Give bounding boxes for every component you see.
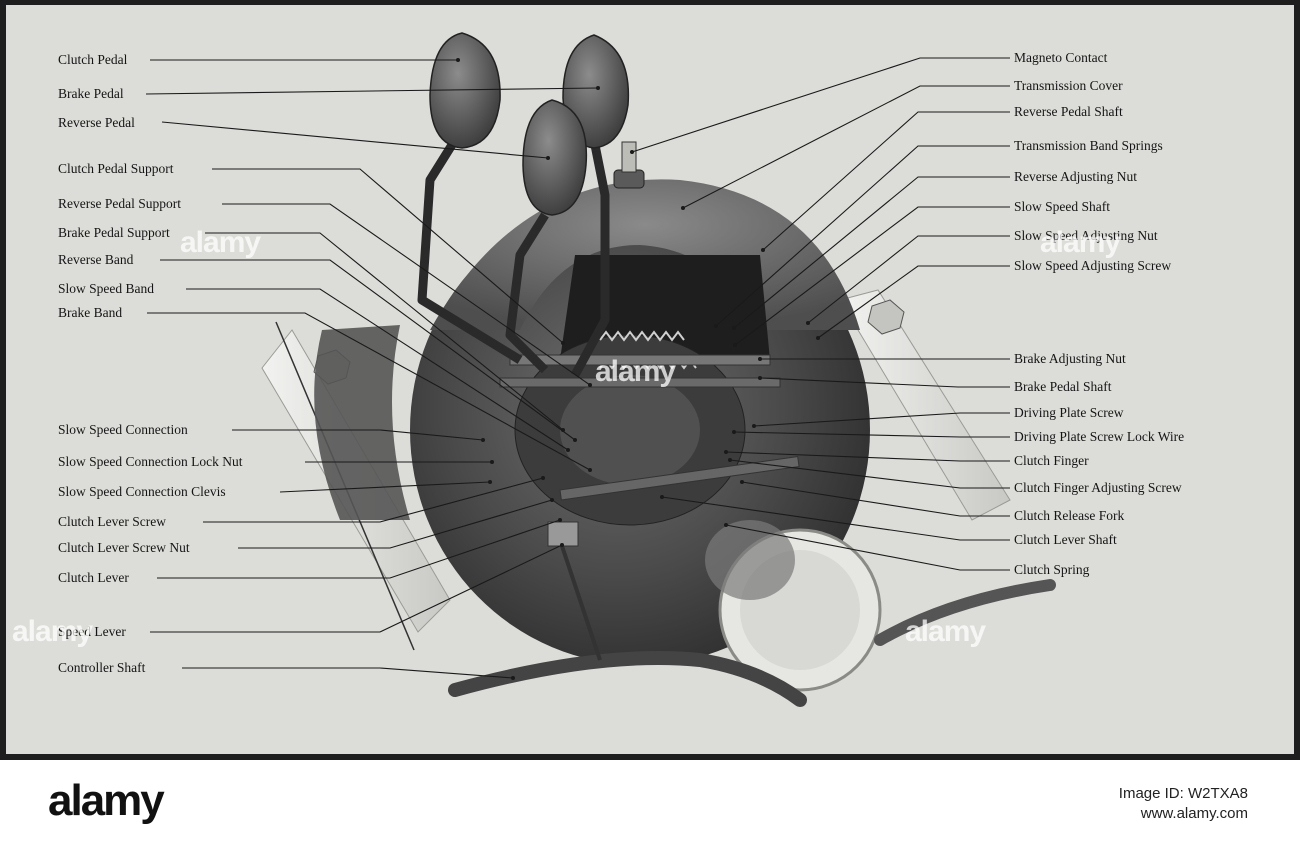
label-brake-pedal: Brake Pedal: [58, 86, 124, 101]
leader-arrowheads: [456, 58, 820, 680]
label-transmission-band-springs: Transmission Band Springs: [1014, 138, 1163, 153]
label-brake-pedal-support: Brake Pedal Support: [58, 225, 170, 240]
label-reverse-pedal-shaft: Reverse Pedal Shaft: [1014, 104, 1123, 119]
label-clutch-lever-screw-nut: Clutch Lever Screw Nut: [58, 540, 190, 555]
right-bolt-icon: [867, 299, 905, 335]
image-id-block: Image ID: W2TXA8 www.alamy.com: [1119, 784, 1248, 824]
brand-logo: alamy: [48, 776, 165, 825]
label-controller-shaft: Controller Shaft: [58, 660, 146, 675]
label-brake-band: Brake Band: [58, 305, 123, 320]
label-brake-pedal-shaft: Brake Pedal Shaft: [1014, 379, 1112, 394]
label-clutch-release-fork: Clutch Release Fork: [1014, 508, 1125, 523]
inspection-opening: [560, 255, 770, 360]
label-slow-speed-adjusting-screw: Slow Speed Adjusting Screw: [1014, 258, 1172, 273]
watermark: alamy: [12, 615, 93, 648]
label-reverse-pedal-support: Reverse Pedal Support: [58, 196, 181, 211]
label-slow-speed-connection: Slow Speed Connection: [58, 422, 188, 437]
label-driving-plate-screw: Driving Plate Screw: [1014, 405, 1124, 420]
label-reverse-adjusting-nut: Reverse Adjusting Nut: [1014, 169, 1137, 184]
magneto-contact-icon: [613, 141, 645, 189]
label-slow-speed-shaft: Slow Speed Shaft: [1014, 199, 1110, 214]
label-slow-speed-band: Slow Speed Band: [58, 281, 154, 296]
site-url: www.alamy.com: [1140, 805, 1248, 822]
label-brake-adjusting-nut: Brake Adjusting Nut: [1014, 351, 1126, 366]
watermark: alamy: [905, 615, 986, 648]
watermark: alamy: [180, 226, 261, 259]
brake-pedal-rod: [571, 144, 610, 378]
label-transmission-cover: Transmission Cover: [1014, 78, 1123, 93]
label-clutch-lever-shaft: Clutch Lever Shaft: [1014, 532, 1117, 547]
reverse-pedal-rod: [505, 212, 549, 374]
stock-footer: [0, 760, 1300, 851]
label-clutch-pedal: Clutch Pedal: [58, 52, 128, 67]
label-slow-speed-adjusting-nut: Slow Speed Adjusting Nut: [1014, 228, 1158, 243]
photo-frame: Clutch Pedal Brake Pedal Reverse Pedal C…: [0, 0, 1300, 760]
image-id: Image ID: W2TXA8: [1118, 785, 1248, 802]
left-leader-lines: [145, 59, 599, 679]
label-slow-speed-connection-lock-nut: Slow Speed Connection Lock Nut: [58, 454, 243, 469]
transmission-illustration: [145, 32, 1056, 707]
label-speed-lever: Speed Lever: [58, 624, 126, 639]
label-clutch-pedal-support: Clutch Pedal Support: [58, 161, 174, 176]
right-leader-lines: [631, 57, 1010, 571]
clutch-pedal-rod: [417, 137, 523, 364]
label-clutch-lever-screw: Clutch Lever Screw: [58, 514, 166, 529]
right-mounting-board: [839, 289, 1011, 521]
label-clutch-finger: Clutch Finger: [1014, 453, 1089, 468]
label-clutch-lever: Clutch Lever: [58, 570, 129, 585]
label-clutch-finger-adjusting-screw: Clutch Finger Adjusting Screw: [1014, 480, 1182, 495]
speed-lever-rod: [558, 539, 602, 661]
watermark: alamy: [1040, 226, 1121, 259]
label-driving-plate-screw-lock-wire: Driving Plate Screw Lock Wire: [1014, 429, 1185, 444]
label-slow-speed-connection-clevis: Slow Speed Connection Clevis: [58, 484, 226, 499]
controller-shaft-rod: [448, 651, 807, 707]
watermark: alamy: [595, 355, 676, 388]
label-reverse-band: Reverse Band: [58, 252, 134, 267]
clutch-pedal-pad: [429, 32, 501, 149]
reverse-pedal-pad: [522, 99, 588, 216]
label-magneto-contact: Magneto Contact: [1014, 50, 1108, 65]
label-clutch-spring: Clutch Spring: [1014, 562, 1090, 577]
label-reverse-pedal: Reverse Pedal: [58, 115, 135, 130]
